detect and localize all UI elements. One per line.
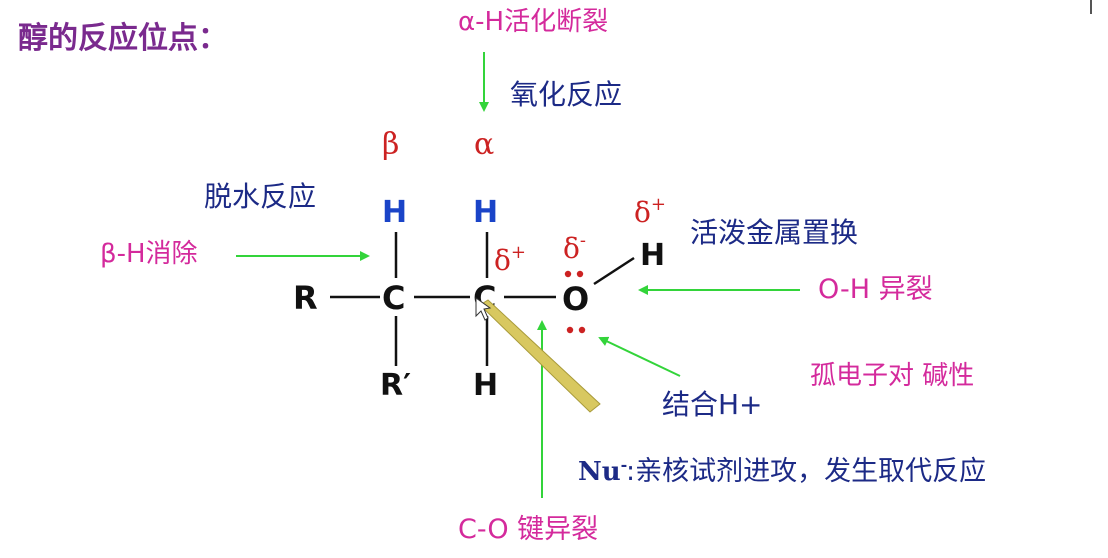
nucleophile-attack-label: :亲核试剂进攻，发生取代反应 [626,456,986,487]
co-cleavage-label: C-O 键异裂 [458,514,598,545]
lone-pair-basicity-label: 孤电子对 碱性 [810,361,974,391]
alpha-h-cleavage-label: α-H活化断裂 [458,7,608,37]
pointer-stick [475,297,601,413]
slide-title: 醇的反应位点： [18,21,228,56]
oh-cleavage-label: O-H 异裂 [818,274,933,305]
beta-h-elimination-label: β-H消除 [100,239,198,269]
delta-plus-carbon: δ+ [494,242,526,277]
arrow-lone-pair [598,336,681,377]
bind-h-label: 结合H+ [662,388,763,421]
carbon-1: C [382,279,405,317]
h-hydroxyl-atom: H [640,238,665,273]
nucleophile-label: Nu- [578,455,627,487]
beta-label: β [382,127,399,162]
delta-minus-oxygen: δ- [563,230,586,265]
h-beta-atom: H [382,195,407,230]
oxygen-atom: O [562,280,589,318]
r-prime-group: R′ [380,368,411,403]
dehydration-label: 脱水反应 [204,180,316,213]
alpha-label: α [474,127,494,162]
r-group: R [293,279,318,317]
bond-o-h [593,256,635,286]
lone-pair-bottom [566,326,586,334]
active-metal-label: 活泼金属置换 [690,216,858,249]
lone-pair-top [564,270,584,278]
h-bottom-atom: H [473,368,498,403]
window-edge-line [1090,0,1092,14]
h-alpha-atom: H [473,195,498,230]
oxidation-label: 氧化反应 [510,78,622,111]
delta-plus-hydrogen: δ+ [634,194,666,229]
